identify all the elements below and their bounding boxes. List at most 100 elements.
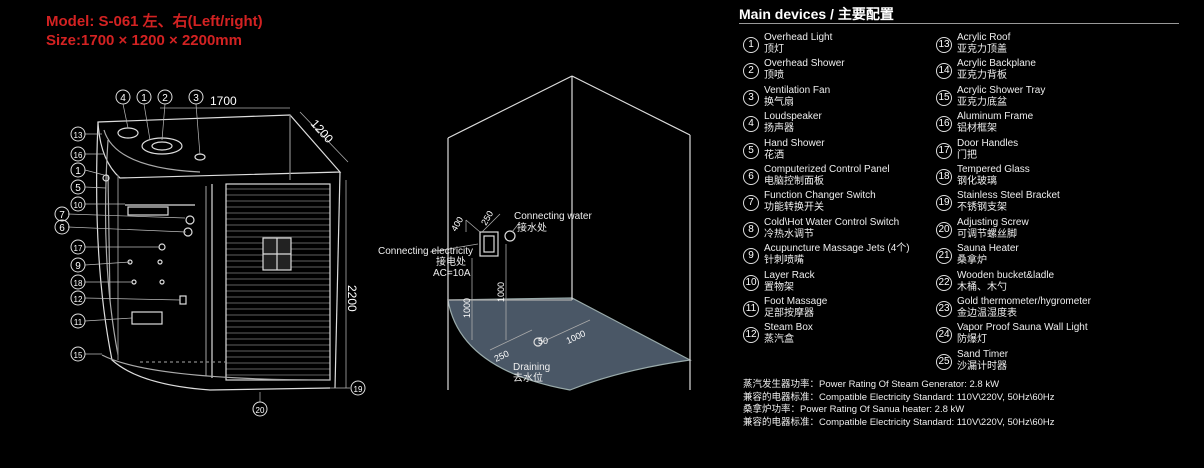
callout-7: 7 xyxy=(59,210,65,221)
connecting-water-zh-label: 接水处 xyxy=(517,223,547,234)
callout-15: 15 xyxy=(74,351,83,360)
model-title: Model: S-061 左、右(Left/right) xyxy=(46,13,263,30)
device-item: 9 Acupuncture Massage Jets (4个)针刺喷嘴 xyxy=(743,243,943,269)
device-number: 5 xyxy=(743,142,759,159)
callout-10: 10 xyxy=(74,201,83,210)
device-number: 24 xyxy=(936,327,952,344)
device-name-en: Sauna Heater xyxy=(957,243,1019,255)
device-name-zh: 蒸汽盒 xyxy=(764,334,794,346)
model-header: Model: S-061 左、右(Left/right) Size:1700 ×… xyxy=(46,12,263,50)
device-name-en: Aluminum Frame xyxy=(957,111,1034,123)
device-number: 13 xyxy=(936,37,952,53)
device-number: 23 xyxy=(936,301,952,317)
device-name-zh: 足部按摩器 xyxy=(764,308,814,319)
device-name-en: Door Handles xyxy=(957,137,1019,149)
connecting-water-label: Connecting water xyxy=(514,211,592,222)
device-name-zh: 冷热水调节 xyxy=(764,228,814,240)
device-name-en: Hand Shower xyxy=(764,137,825,149)
device-name-en: Sand Timer xyxy=(957,348,1009,360)
device-number: 2 xyxy=(743,63,759,80)
dim-50: 50 xyxy=(538,336,548,346)
callout-16: 16 xyxy=(74,151,83,160)
device-name-zh: 不锈钢支架 xyxy=(957,202,1007,214)
device-number: 12 xyxy=(743,327,759,344)
device-number: 22 xyxy=(936,274,952,291)
device-name-zh: 钢化玻璃 xyxy=(957,176,997,187)
device-name-en: Overhead Shower xyxy=(764,58,845,70)
device-name-en: Function Changer Switch xyxy=(764,190,876,202)
dim-width: 1700 xyxy=(210,94,237,108)
device-name-en: Computerized Control Panel xyxy=(764,164,890,175)
device-number: 14 xyxy=(936,63,952,80)
device-name-en: Gold thermometer/hygrometer xyxy=(957,296,1091,307)
device-number: 21 xyxy=(936,248,952,265)
device-number: 9 xyxy=(743,248,759,265)
callout-6: 6 xyxy=(59,223,65,234)
device-name-zh: 金边温湿度表 xyxy=(957,308,1017,319)
dim-1000-right: 1000 xyxy=(496,282,506,302)
power-line-sauna: 桑拿炉功率：Power Rating Of Sanua heater: 2.8 … xyxy=(743,404,965,415)
draining-label: Draining xyxy=(513,362,551,373)
device-name-zh: 功能转换开关 xyxy=(764,202,824,214)
dim-400: 400 xyxy=(449,215,465,233)
device-name-zh: 亚克力底盆 xyxy=(957,96,1007,108)
device-number: 11 xyxy=(743,301,759,317)
dim-depth: 1200 xyxy=(308,117,336,146)
device-name-en: Loudspeaker xyxy=(764,111,822,123)
device-name-zh: 门把 xyxy=(957,149,977,161)
device-name-en: Overhead Light xyxy=(764,32,833,43)
callout-20: 20 xyxy=(256,406,265,415)
callout-18: 18 xyxy=(74,279,83,288)
device-name-zh: 换气扇 xyxy=(764,96,794,108)
shower-cabin-drawing xyxy=(67,103,350,402)
device-name-zh: 顶喷 xyxy=(764,70,784,82)
device-name-en: Vapor Proof Sauna Wall Light xyxy=(957,322,1088,334)
callout-3: 3 xyxy=(193,93,199,104)
device-number: 16 xyxy=(936,116,952,133)
device-name-zh: 桑拿炉 xyxy=(957,255,987,267)
device-name-zh: 针刺喷嘴 xyxy=(764,255,804,267)
device-name-en: Acupuncture Massage Jets (4个) xyxy=(764,243,910,255)
device-number: 19 xyxy=(936,195,952,212)
cabin-callouts: 4 1 2 3 13 16 1 5 10 7 6 17 9 18 12 11 1… xyxy=(54,89,366,417)
device-name-en: Acrylic Shower Tray xyxy=(957,84,1046,96)
callout-11: 11 xyxy=(74,318,83,327)
device-name-zh: 花洒 xyxy=(764,149,784,161)
callout-1: 1 xyxy=(141,93,147,104)
ac-label: AC=10A xyxy=(433,268,471,279)
power-ratings: 蒸汽发生器功率：Power Rating Of Steam Generator:… xyxy=(743,379,1055,429)
device-number: 3 xyxy=(743,89,759,106)
devices-divider xyxy=(739,23,1179,24)
device-name-zh: 铝材框架 xyxy=(957,123,997,135)
device-number: 15 xyxy=(936,89,952,106)
device-name-en: Ventilation Fan xyxy=(764,84,831,96)
device-name-zh: 亚克力背板 xyxy=(957,70,1007,82)
device-number: 20 xyxy=(936,221,952,238)
connecting-electricity-zh-label: 接电处 xyxy=(436,257,466,268)
device-name-en: Foot Massage xyxy=(764,296,828,307)
device-name-en: Wooden bucket&ladle xyxy=(957,269,1055,281)
model-size: Size:1700 × 1200 × 2200mm xyxy=(46,32,242,49)
callout-5: 5 xyxy=(75,183,81,194)
device-number: 25 xyxy=(936,353,952,370)
device-name-en: Layer Rack xyxy=(764,269,815,281)
device-name-en: Tempered Glass xyxy=(957,164,1030,175)
device-name-zh: 亚克力顶盖 xyxy=(957,44,1007,55)
device-name-zh: 防爆灯 xyxy=(957,334,987,346)
dim-height: 2200 xyxy=(345,285,359,312)
device-name-en: Adjusting Screw xyxy=(957,216,1029,228)
